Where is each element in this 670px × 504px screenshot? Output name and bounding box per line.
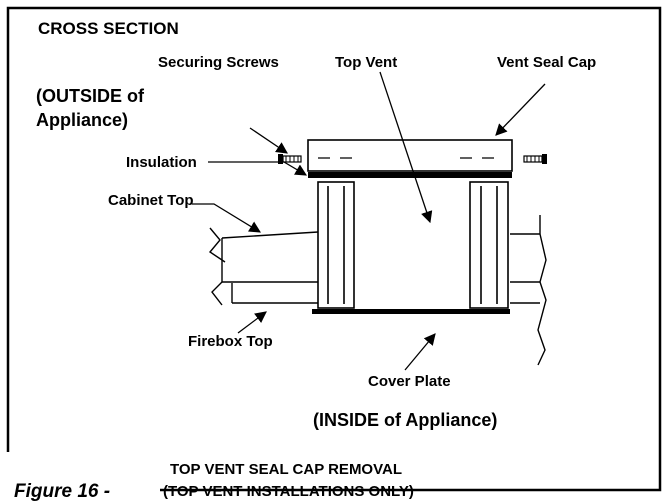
screw-left-icon	[278, 154, 302, 164]
vent-seal-cap	[307, 139, 513, 172]
label-outside-line1: (OUTSIDE of	[36, 86, 145, 106]
label-vent-seal-cap: Vent Seal Cap	[497, 54, 596, 71]
leader-firebox-top	[237, 311, 267, 334]
leader-cover-plate	[404, 333, 436, 371]
vent-wall-right	[469, 181, 509, 309]
screw-right-icon	[523, 154, 547, 164]
cross-section-title: CROSS SECTION	[38, 19, 179, 38]
cabinet-top-right	[510, 215, 547, 366]
insulation-strip	[308, 172, 512, 178]
label-cabinet-top: Cabinet Top	[108, 192, 194, 209]
leader-insulation	[208, 161, 308, 176]
figure-title-line1: TOP VENT SEAL CAP REMOVAL	[170, 461, 402, 478]
cabinet-top-left	[208, 227, 319, 306]
figure-number: Figure 16 -	[14, 481, 110, 502]
figure-title-line2: (TOP VENT INSTALLATIONS ONLY)	[163, 483, 414, 500]
label-top-vent: Top Vent	[335, 54, 397, 71]
label-outside-line2: Appliance)	[36, 110, 128, 130]
leader-securing-screws	[249, 127, 288, 154]
label-securing-screws: Securing Screws	[158, 54, 279, 71]
figure-frame	[6, 6, 662, 492]
vent-wall-left	[317, 181, 355, 309]
cover-plate	[312, 309, 510, 314]
label-cover-plate: Cover Plate	[368, 373, 451, 390]
leader-cabinet-top	[192, 203, 261, 233]
label-firebox-top: Firebox Top	[188, 333, 273, 350]
leader-top-vent	[379, 71, 433, 224]
leader-vent-seal-cap	[495, 83, 546, 136]
label-inside-appliance: (INSIDE of Appliance)	[313, 410, 497, 430]
label-insulation: Insulation	[126, 154, 197, 171]
